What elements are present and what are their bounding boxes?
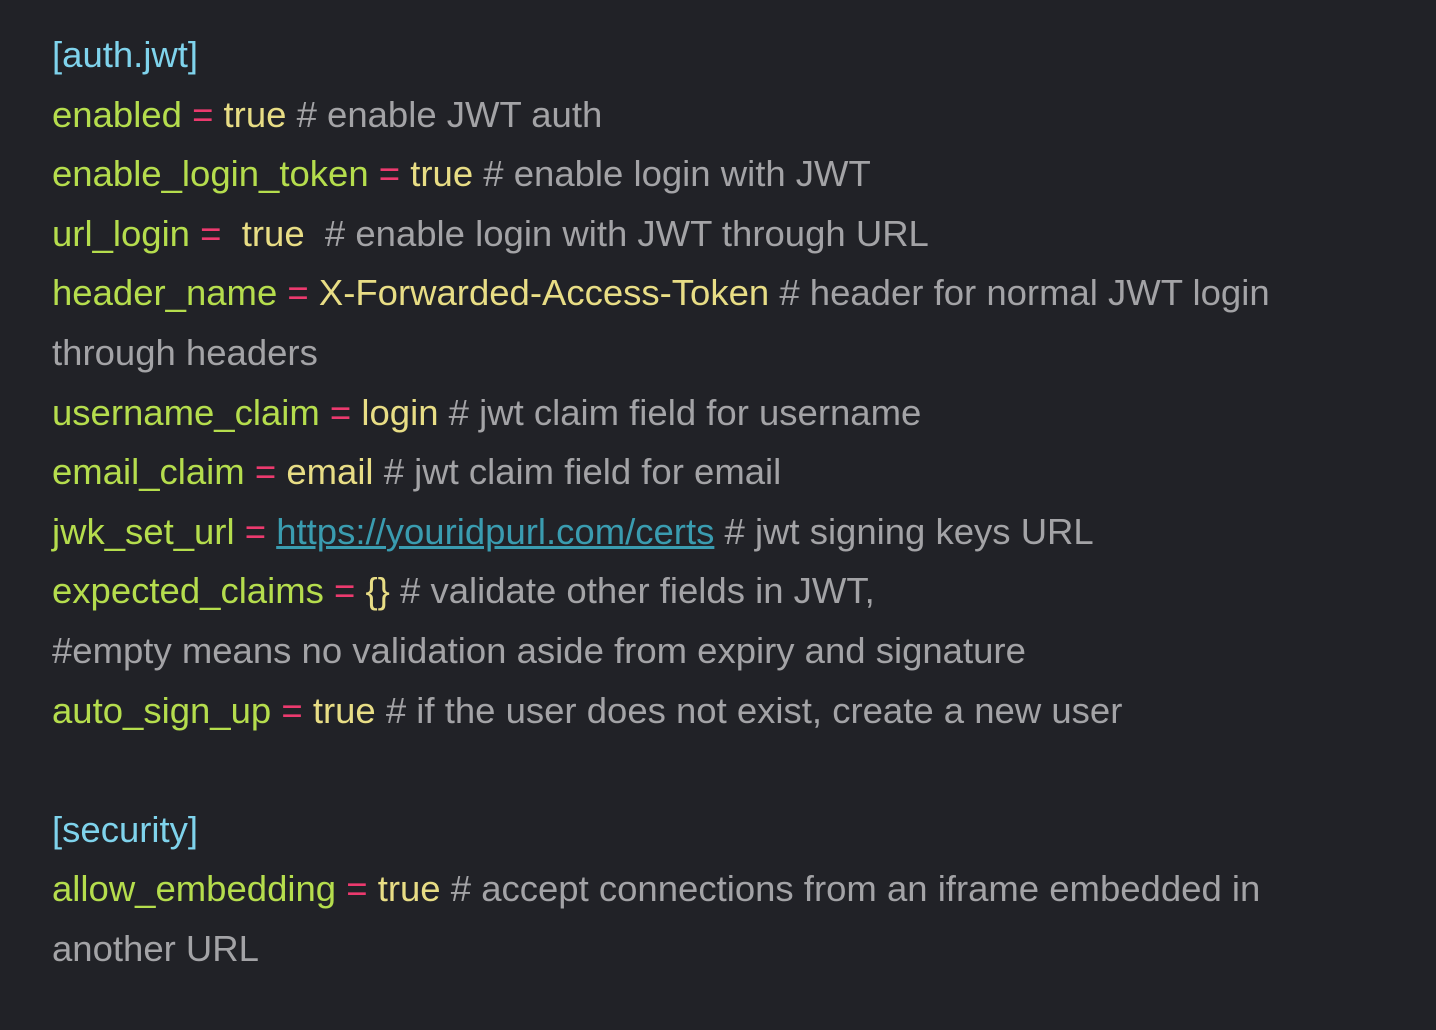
comment: # header for normal JWT login: [769, 272, 1270, 314]
equals-operator: =: [323, 570, 366, 612]
config-key: header_name: [52, 272, 278, 314]
config-value: true: [410, 153, 474, 195]
section-header: [auth.jwt]: [52, 34, 199, 75]
config-key: email_claim: [52, 451, 245, 493]
config-key: username_claim: [52, 391, 320, 433]
config-key: allow_embedding: [52, 868, 337, 910]
config-value: true: [223, 93, 287, 135]
config-key: enabled: [52, 93, 182, 135]
code-line: auto_sign_up = true # if the user does n…: [52, 681, 1270, 741]
config-value: true: [377, 868, 441, 910]
comment: # validate other fields in JWT,: [389, 570, 875, 612]
code-line: #empty means no validation aside from ex…: [52, 621, 1270, 681]
code-line: enable_login_token = true # enable login…: [52, 144, 1270, 204]
config-value: true: [241, 212, 305, 254]
config-value: email: [286, 451, 374, 493]
config-key: jwk_set_url: [52, 510, 235, 552]
equals-operator: =: [336, 868, 378, 910]
code-line: email_claim = email # jwt claim field fo…: [52, 442, 1270, 502]
comment: # enable JWT auth: [286, 93, 603, 135]
code-line: through headers: [52, 323, 1270, 383]
code-line: [auth.jwt]: [52, 25, 1270, 85]
equals-operator: =: [181, 93, 224, 135]
code-block: [auth.jwt] enabled = true # enable JWT au…: [52, 25, 1270, 979]
comment: # accept connections from an iframe embe…: [440, 868, 1261, 910]
config-key: url_login: [52, 212, 190, 254]
comment: another URL: [52, 927, 259, 969]
code-line: jwk_set_url = https://youridpurl.com/cer…: [52, 502, 1270, 562]
code-line: [52, 740, 1270, 800]
equals-operator: =: [234, 510, 277, 552]
comment: # jwt signing keys URL: [714, 510, 1094, 552]
config-key: expected_claims: [52, 570, 324, 612]
equals-operator: =: [244, 451, 287, 493]
config-value: true: [312, 689, 376, 731]
comment: # enable login with JWT: [473, 153, 871, 195]
equals-operator: =: [368, 153, 411, 195]
code-line: allow_embedding = true # accept connecti…: [52, 859, 1270, 919]
equals-operator: =: [189, 212, 242, 254]
config-value: login: [361, 391, 439, 433]
code-line: expected_claims = {} # validate other fi…: [52, 561, 1270, 621]
equals-operator: =: [319, 391, 362, 433]
comment: through headers: [52, 331, 318, 373]
config-value: X-Forwarded-Access-Token: [318, 272, 770, 314]
comment: # if the user does not exist, create a n…: [375, 689, 1123, 731]
comment: # enable login with JWT through URL: [304, 212, 929, 254]
code-line: [security]: [52, 800, 1270, 860]
code-line: enabled = true # enable JWT auth: [52, 85, 1270, 145]
section-header: [security]: [52, 808, 199, 850]
code-line: another URL: [52, 919, 1270, 979]
config-value: {}: [365, 570, 390, 612]
config-key: auto_sign_up: [52, 689, 272, 731]
code-line: header_name = X-Forwarded-Access-Token #…: [52, 263, 1270, 323]
url-link[interactable]: https://youridpurl.com/certs: [276, 510, 715, 552]
code-line: username_claim = login # jwt claim field…: [52, 383, 1270, 443]
comment: # jwt claim field for username: [438, 391, 922, 433]
config-key: enable_login_token: [52, 153, 369, 195]
code-line: url_login = true # enable login with JWT…: [52, 204, 1270, 264]
equals-operator: =: [271, 689, 313, 731]
equals-operator: =: [277, 272, 319, 314]
comment: #empty means no validation aside from ex…: [52, 629, 1026, 671]
comment: # jwt claim field for email: [373, 451, 782, 493]
